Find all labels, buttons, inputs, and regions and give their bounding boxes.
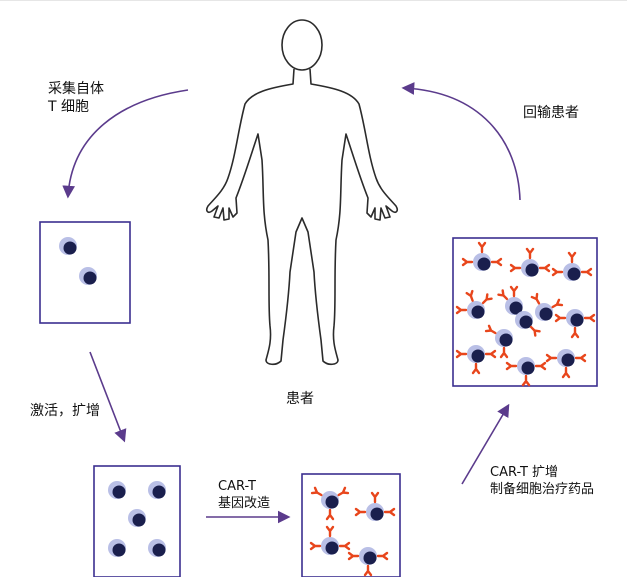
arrow-reinfuse — [404, 88, 520, 200]
human-body-outline — [207, 20, 397, 364]
label-car-t-expand: CAR-T 扩增 制备细胞治疗药品 — [490, 464, 594, 498]
label-activate: 激活，扩增 — [30, 402, 100, 420]
label-car-t-modify: CAR-T 基因改造 — [218, 478, 270, 512]
label-collect-text: 采集自体 T 细胞 — [48, 80, 104, 116]
arrow-activate — [90, 352, 124, 440]
label-reinfuse: 回输患者 — [523, 104, 579, 122]
label-patient: 患者 — [286, 390, 314, 408]
label-collect: 采集自体 T 细胞 — [48, 80, 104, 116]
